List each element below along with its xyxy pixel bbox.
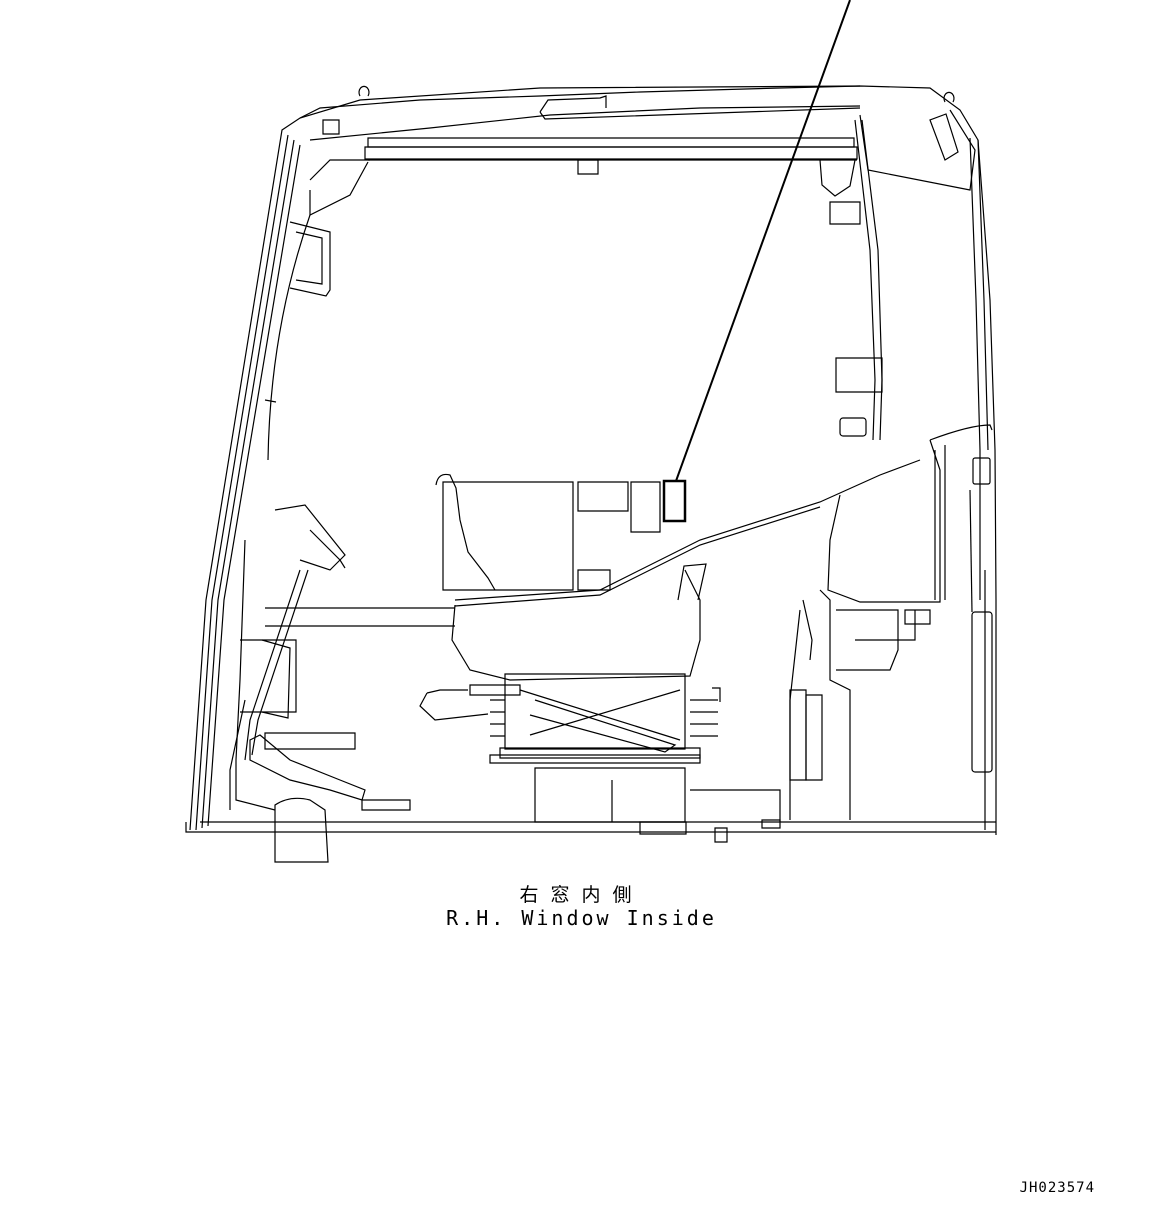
drawing-code: JH023574	[1019, 1180, 1095, 1196]
leader-line	[676, 0, 850, 481]
caption-japanese: 右窓内側	[519, 884, 644, 906]
caption-english: R.H. Window Inside	[446, 906, 717, 930]
left-console	[230, 505, 455, 862]
rear-wall	[265, 120, 882, 460]
right-console	[640, 425, 992, 842]
operator-seat	[420, 460, 920, 822]
rear-panel-boxes	[443, 482, 660, 590]
cab-frame	[186, 86, 996, 835]
roof-header	[300, 86, 975, 196]
highlighted-label-location	[664, 481, 685, 521]
